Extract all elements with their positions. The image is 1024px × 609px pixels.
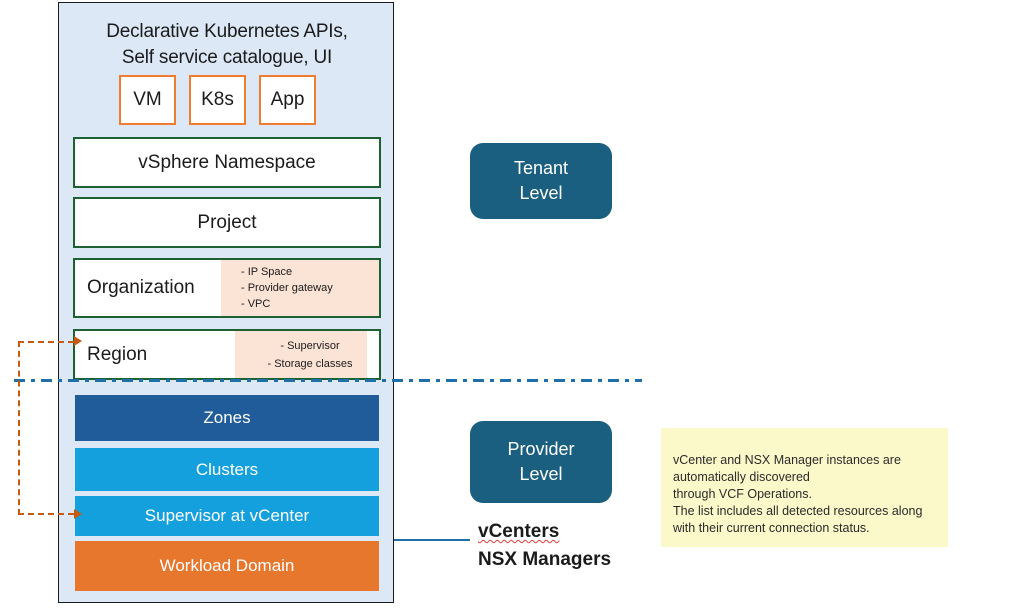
bar-workload-domain[interactable]: Workload Domain (75, 541, 379, 591)
pill-tenant-level[interactable]: Tenant Level (470, 143, 612, 219)
box-vsphere-namespace[interactable]: vSphere Namespace (73, 137, 381, 188)
region-details-panel: - Supervisor - Storage classes (235, 331, 367, 378)
region-to-supervisor-bracket (18, 341, 74, 515)
note-line: through VCF Operations. (673, 487, 812, 501)
box-region[interactable]: Region - Supervisor - Storage classes (73, 329, 381, 380)
box-region-label: Region (87, 343, 148, 365)
pill-provider-line-2: Level (519, 464, 563, 484)
pill-tenant-line-1: Tenant (513, 158, 569, 178)
chip-k8s[interactable]: K8s (189, 75, 246, 125)
bracket-arrow-to-supervisor-icon (74, 509, 82, 519)
caption-vcenters: vCenters (478, 521, 560, 542)
discovery-note-callout: vCenter and NSX Manager instances are au… (661, 428, 948, 547)
pill-tenant-line-2: Level (519, 183, 563, 203)
vcenters-nsx-caption: vCenters NSX Managers (478, 518, 611, 574)
box-organization-label: Organization (87, 277, 195, 298)
chip-vm[interactable]: VM (119, 75, 176, 125)
region-detail-item: - Supervisor (280, 339, 340, 352)
pill-provider-level[interactable]: Provider Level (470, 421, 612, 503)
bar-clusters[interactable]: Clusters (75, 448, 379, 491)
tenant-provider-divider-line (14, 379, 642, 382)
stack-title-line-1: Declarative Kubernetes APIs, (106, 21, 348, 42)
workload-type-chip-row: VM K8s App (119, 75, 316, 125)
chip-app[interactable]: App (259, 75, 316, 125)
stack-title-line-2: Self service catalogue, UI (121, 47, 333, 68)
region-detail-item: - Storage classes (267, 357, 353, 370)
stack-title: Declarative Kubernetes APIs, Self servic… (59, 19, 395, 71)
bar-supervisor-at-vcenter[interactable]: Supervisor at vCenter (75, 496, 379, 536)
note-line: The list includes all detected resources… (673, 504, 923, 518)
platform-stack-container: Declarative Kubernetes APIs, Self servic… (58, 2, 394, 603)
organization-details-panel: - IP Space - Provider gateway - VPC (221, 260, 379, 316)
pill-provider-line-1: Provider (507, 439, 575, 459)
box-organization[interactable]: Organization - IP Space - Provider gatew… (73, 258, 381, 318)
note-line: vCenter and NSX Manager instances are (673, 453, 901, 467)
box-project[interactable]: Project (73, 197, 381, 248)
note-line: with their current connection status. (673, 521, 870, 535)
note-line: automatically discovered (673, 470, 810, 484)
organization-detail-item: - Provider gateway (241, 282, 333, 294)
workload-domain-connector-line (394, 539, 470, 541)
organization-detail-item: - VPC (241, 298, 271, 310)
caption-nsx-managers: NSX Managers (478, 549, 612, 570)
bracket-arrow-to-region-icon (74, 336, 82, 346)
organization-detail-item: - IP Space (241, 266, 293, 278)
bar-zones[interactable]: Zones (75, 395, 379, 441)
